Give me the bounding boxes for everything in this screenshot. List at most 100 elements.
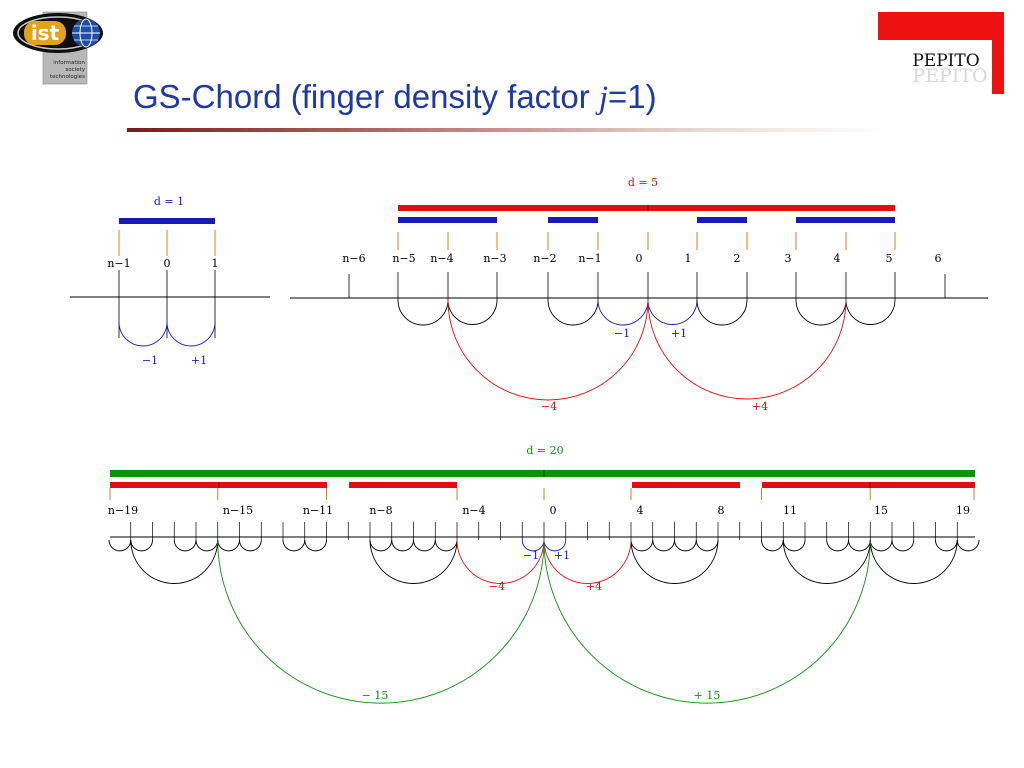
d5-node-label-10: 4 bbox=[834, 252, 841, 265]
d20-small-arc-18 bbox=[826, 539, 849, 552]
d5-node-label-3: n−3 bbox=[483, 252, 506, 265]
d20-small-arc-4 bbox=[217, 539, 240, 552]
d20-block-green bbox=[110, 470, 975, 477]
d20-small-arc-9 bbox=[391, 539, 414, 552]
d20-small-arc-3 bbox=[195, 539, 219, 552]
d20-small-arc-13 bbox=[652, 539, 675, 552]
d20-small-arc-22 bbox=[935, 539, 958, 552]
d5-node-label-2: n−4 bbox=[430, 252, 453, 265]
d1-arc-plus1 bbox=[166, 321, 216, 347]
d20-arc-label-2: −4 bbox=[489, 580, 505, 593]
d5-arc-3 bbox=[597, 299, 649, 326]
pepito-bar-top bbox=[878, 12, 1004, 40]
d20-small-arc-10 bbox=[413, 539, 436, 552]
d1-node-label-1: 0 bbox=[164, 257, 171, 270]
d20-arc-3 bbox=[543, 539, 567, 552]
d5-node-label-8: 2 bbox=[734, 252, 741, 265]
d20-d-label: d = 20 bbox=[526, 444, 563, 457]
d20-arc-4 bbox=[217, 539, 545, 704]
ist-logo-line-1: information bbox=[53, 60, 85, 66]
d5-node-label-12: 6 bbox=[935, 252, 942, 265]
d20-small-arc-12 bbox=[630, 539, 654, 552]
d20-small-arc-17 bbox=[782, 539, 806, 552]
ist-logo: ist information society technologies bbox=[13, 11, 103, 85]
d20-arc-label-5: + 15 bbox=[694, 689, 721, 702]
title-underline bbox=[127, 128, 887, 132]
d5-node-label-5: n−1 bbox=[578, 252, 601, 265]
d20-small-arc-8 bbox=[369, 539, 393, 552]
d20-mid-arc-0 bbox=[130, 539, 219, 584]
d20-mid-arc-3 bbox=[782, 539, 871, 584]
d1-d-label: d = 1 bbox=[154, 195, 184, 208]
d1-node-label-0: n−1 bbox=[107, 257, 130, 270]
d5-block-blue-0 bbox=[398, 217, 497, 223]
d1-arc-label-0: −1 bbox=[142, 354, 158, 367]
d20-arc-1 bbox=[543, 539, 632, 584]
d20-node-label-5: 0 bbox=[550, 504, 557, 517]
d5-arc-label-2: −4 bbox=[541, 400, 557, 413]
pepito-logo: PEPITO PEPITO bbox=[878, 12, 1004, 94]
d20-small-arc-21 bbox=[891, 539, 915, 552]
d20-block-red-2 bbox=[632, 482, 740, 488]
title-suffix: =1) bbox=[608, 78, 657, 115]
d20-small-arc-0 bbox=[108, 539, 132, 552]
d20-mid-arc-2 bbox=[630, 539, 719, 584]
d20-node-label-7: 8 bbox=[718, 504, 725, 517]
title-variable: j bbox=[598, 80, 609, 116]
ist-logo-text: ist bbox=[31, 21, 60, 45]
d5-block-red bbox=[398, 205, 895, 211]
d5-arc-4 bbox=[647, 299, 698, 325]
d5-arc-label-3: +4 bbox=[752, 400, 768, 413]
d5-node-label-9: 3 bbox=[785, 252, 792, 265]
d20-node-label-10: 19 bbox=[956, 504, 970, 517]
d20-small-arc-6 bbox=[282, 539, 306, 552]
d20-arc-label-4: − 15 bbox=[362, 689, 389, 702]
d5-arc-2 bbox=[547, 299, 599, 326]
d1-node-label-2: 1 bbox=[212, 257, 219, 270]
d20-small-arc-15 bbox=[695, 539, 719, 552]
d5-arc-0 bbox=[397, 299, 449, 326]
d20-arc-label-0: −1 bbox=[523, 549, 539, 562]
d5-node-label-1: n−5 bbox=[392, 252, 415, 265]
d5-arc-8 bbox=[447, 299, 649, 401]
ist-logo-line-2: society bbox=[65, 67, 85, 73]
title-prefix: GS-Chord (finger density factor bbox=[133, 78, 599, 115]
d5-node-label-7: 1 bbox=[685, 252, 692, 265]
d5-arc-5 bbox=[696, 299, 748, 326]
d20-small-arc-14 bbox=[674, 539, 697, 552]
slide-title: GS-Chord (finger density factor j=1) bbox=[133, 78, 657, 117]
d5-arc-label-0: −1 bbox=[614, 327, 630, 340]
d20-node-label-2: n−11 bbox=[303, 504, 333, 517]
d1-arc-minus1 bbox=[118, 321, 168, 347]
d20-small-arc-2 bbox=[173, 539, 197, 552]
pepito-shadow-text: PEPITO bbox=[912, 65, 987, 87]
d20-mid-arc-4 bbox=[869, 539, 958, 584]
d20-arc-2 bbox=[521, 539, 545, 552]
pepito-bar-right bbox=[992, 12, 1004, 94]
d20-node-label-8: 11 bbox=[783, 504, 797, 517]
d20-arc-5 bbox=[543, 539, 871, 704]
ist-logo-line-3: technologies bbox=[50, 74, 85, 80]
d20-small-arc-1 bbox=[130, 539, 153, 552]
d20-small-arc-16 bbox=[761, 539, 784, 552]
d20-small-arc-5 bbox=[239, 539, 262, 552]
d20-mid-arc-1 bbox=[369, 539, 458, 584]
d20-small-arc-19 bbox=[848, 539, 871, 552]
d20-node-label-9: 15 bbox=[874, 504, 888, 517]
d5-node-label-11: 5 bbox=[886, 252, 893, 265]
d20-node-label-4: n−4 bbox=[462, 504, 485, 517]
d5-block-blue-2 bbox=[697, 217, 747, 223]
d5-block-blue-1 bbox=[548, 217, 598, 223]
d5-node-label-6: 0 bbox=[636, 252, 643, 265]
d1-block-blue bbox=[119, 218, 215, 224]
d5-node-label-4: n−2 bbox=[533, 252, 556, 265]
d20-arc-label-1: +1 bbox=[554, 549, 570, 562]
d5-node-label-0: n−6 bbox=[342, 252, 365, 265]
pepito-box bbox=[900, 40, 992, 76]
d20-block-red-3 bbox=[762, 482, 975, 488]
pepito-text: PEPITO bbox=[912, 51, 979, 71]
d5-arc-label-1: +1 bbox=[671, 327, 687, 340]
d20-small-arc-23 bbox=[956, 539, 980, 552]
d5-arc-9 bbox=[647, 299, 847, 400]
